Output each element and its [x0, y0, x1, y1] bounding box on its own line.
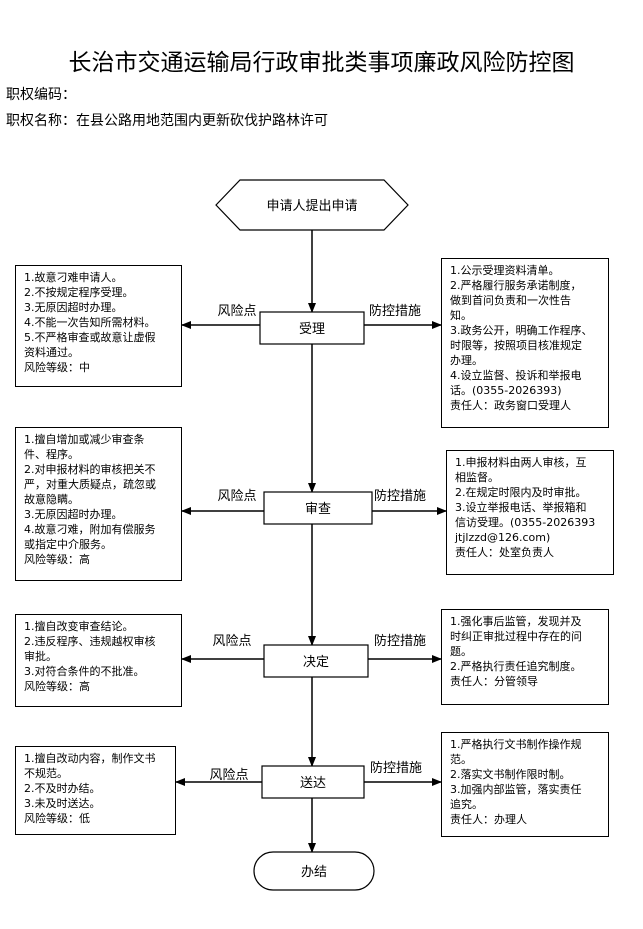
- control-item-line: 1.申报材料由两人审核，互: [455, 456, 587, 469]
- control-label-decision: 防控措施: [374, 633, 426, 649]
- control-item-line: 责任人：分管领导: [450, 675, 538, 688]
- risk-box-decision: 1.擅自改变审查结论。 2.违反程序、违规越权审核审批。 3.对符合条件的不批准。风…: [15, 614, 182, 707]
- control-item-line: 责任人：政务窗口受理人: [450, 399, 571, 412]
- risk-item-line: 3.对符合条件的不批准。: [24, 665, 145, 678]
- control-item-line: 责任人：处室负责人: [455, 546, 554, 559]
- step-node-delivery-label: 送达: [300, 776, 326, 791]
- control-item-line: 时纠正审批过程中存在的问: [450, 630, 582, 643]
- risk-item-line: 风险等级：高: [24, 553, 90, 566]
- control-box-decision: 1.强化事后监管，发现并及时纠正审批过程中存在的问题。 2.严格执行责任追究制度。…: [441, 609, 609, 705]
- control-box-delivery: 1.严格执行文书制作操作规范。 2.落实文书制作限时制。 3.加强内部监管，落实责任…: [441, 732, 609, 837]
- power-name-label: 职权名称：在县公路用地范围内更新砍伐护路林许可: [6, 113, 328, 129]
- control-item-line: 相监督。: [455, 471, 499, 484]
- power-code-label: 职权编码：: [6, 87, 76, 103]
- control-item-line: 办理。: [450, 354, 483, 367]
- risk-box-review: 1.擅自增加或减少审查条件、程序。 2.对申报材料的审核把关不严，对重大质疑点，疏…: [15, 427, 182, 581]
- start-node-label: 申请人提出申请: [266, 198, 357, 214]
- end-node-label: 办结: [301, 865, 327, 880]
- control-item-line: 2.在规定时限内及时审批。: [455, 486, 587, 499]
- control-item-line: 时限等，按照项目核准规定: [450, 339, 582, 352]
- risk-item-line: 1.故意刁难申请人。: [24, 271, 123, 284]
- step-node-delivery: [261, 765, 365, 799]
- control-item-line: 3.政务公开，明确工作程序、: [450, 324, 593, 337]
- risk-item-line: 2.不及时办结。: [24, 782, 101, 795]
- risk-item-line: 3.无原因超时办理。: [24, 301, 123, 314]
- risk-item-line: 风险等级：中: [24, 361, 90, 374]
- step-node-decision: [263, 644, 369, 678]
- risk-item-line: 严，对重大质疑点，疏忽或: [24, 478, 156, 491]
- risk-item-line: 4.不能一次告知所需材料。: [24, 316, 156, 329]
- step-node-review-label: 审查: [305, 502, 331, 517]
- risk-item-line: 2.对申报材料的审核把关不: [24, 463, 156, 476]
- risk-item-line: 3.无原因超时办理。: [24, 508, 123, 521]
- control-item-line: 2.落实文书制作限时制。: [450, 768, 571, 781]
- control-item-line: 3.加强内部监管，落实责任: [450, 783, 582, 796]
- control-item-line: 做到首问负责和一次性告: [450, 294, 571, 307]
- risk-item-line: 3.未及时送达。: [24, 797, 101, 810]
- risk-item-line: 4.故意刁难，附加有偿服务: [24, 523, 156, 536]
- step-node-review: [263, 491, 373, 525]
- control-item-line: jtjlzzd@126.com): [455, 531, 551, 544]
- start-node: [215, 179, 409, 231]
- risk-item-line: 2.违反程序、违规越权审核: [24, 635, 156, 648]
- risk-item-line: 审批。: [24, 650, 57, 663]
- control-item-line: 信访受理。(0355-2026393: [455, 516, 596, 529]
- risk-item-line: 或指定中介服务。: [24, 538, 112, 551]
- control-item-line: 追究。: [450, 798, 483, 811]
- risk-item-line: 故意隐瞒。: [24, 493, 79, 506]
- risk-label-delivery: 风险点: [209, 768, 248, 783]
- control-box-review: 1.申报材料由两人审核，互相监督。 2.在规定时限内及时审批。 3.设立举报电话、举…: [446, 450, 614, 575]
- control-item-line: 题。: [450, 645, 472, 658]
- end-node: [253, 851, 375, 891]
- risk-item-line: 件、程序。: [24, 448, 79, 461]
- control-box-accept: 1.公示受理资料清单。 2.严格履行服务承诺制度， 做到首问负责和一次性告知。 3.政…: [441, 258, 609, 428]
- risk-item-line: 2.不按规定程序受理。: [24, 286, 134, 299]
- control-item-line: 范。: [450, 753, 472, 766]
- risk-item-line: 1.擅自改变审查结论。: [24, 620, 134, 633]
- control-item-line: 1.强化事后监管，发现并及: [450, 615, 582, 628]
- step-node-decision-label: 决定: [303, 655, 329, 670]
- risk-label-review: 风险点: [217, 489, 256, 504]
- control-item-line: 1.公示受理资料清单。: [450, 264, 560, 277]
- risk-box-delivery: 1.擅自改动内容，制作文书不规范。 2.不及时办结。 3.未及时送达。风险等级：低: [15, 746, 176, 835]
- control-label-accept: 防控措施: [369, 303, 421, 319]
- risk-item-line: 资料通过。: [24, 346, 79, 359]
- control-item-line: 知。: [450, 309, 472, 322]
- control-item-line: 话。(0355-2026393): [450, 384, 562, 397]
- risk-item-line: 风险等级：高: [24, 680, 90, 693]
- step-node-accept: [259, 311, 365, 345]
- control-label-delivery: 防控措施: [370, 760, 422, 776]
- control-item-line: 3.设立举报电话、举报箱和: [455, 501, 587, 514]
- control-item-line: 责任人：办理人: [450, 813, 527, 826]
- control-item-line: 1.严格执行文书制作操作规: [450, 738, 582, 751]
- risk-item-line: 1.擅自改动内容，制作文书: [24, 752, 156, 765]
- risk-item-line: 不规范。: [24, 767, 68, 780]
- control-item-line: 2.严格执行责任追究制度。: [450, 660, 582, 673]
- risk-item-line: 5.不严格审查或故意让虚假: [24, 331, 156, 344]
- risk-item-line: 1.擅自增加或减少审查条: [24, 433, 145, 446]
- control-item-line: 4.设立监督、投诉和举报电: [450, 369, 582, 382]
- risk-label-decision: 风险点: [212, 634, 251, 649]
- step-node-accept-label: 受理: [299, 322, 325, 337]
- page-title: 长治市交通运输局行政审批类事项廉政风险防控图: [68, 50, 575, 76]
- risk-item-line: 风险等级：低: [24, 812, 90, 825]
- control-item-line: 2.严格履行服务承诺制度，: [450, 279, 582, 292]
- control-label-review: 防控措施: [374, 488, 426, 504]
- risk-box-accept: 1.故意刁难申请人。 2.不按规定程序受理。 3.无原因超时办理。 4.不能一次告知所…: [15, 265, 182, 387]
- risk-label-accept: 风险点: [217, 304, 256, 319]
